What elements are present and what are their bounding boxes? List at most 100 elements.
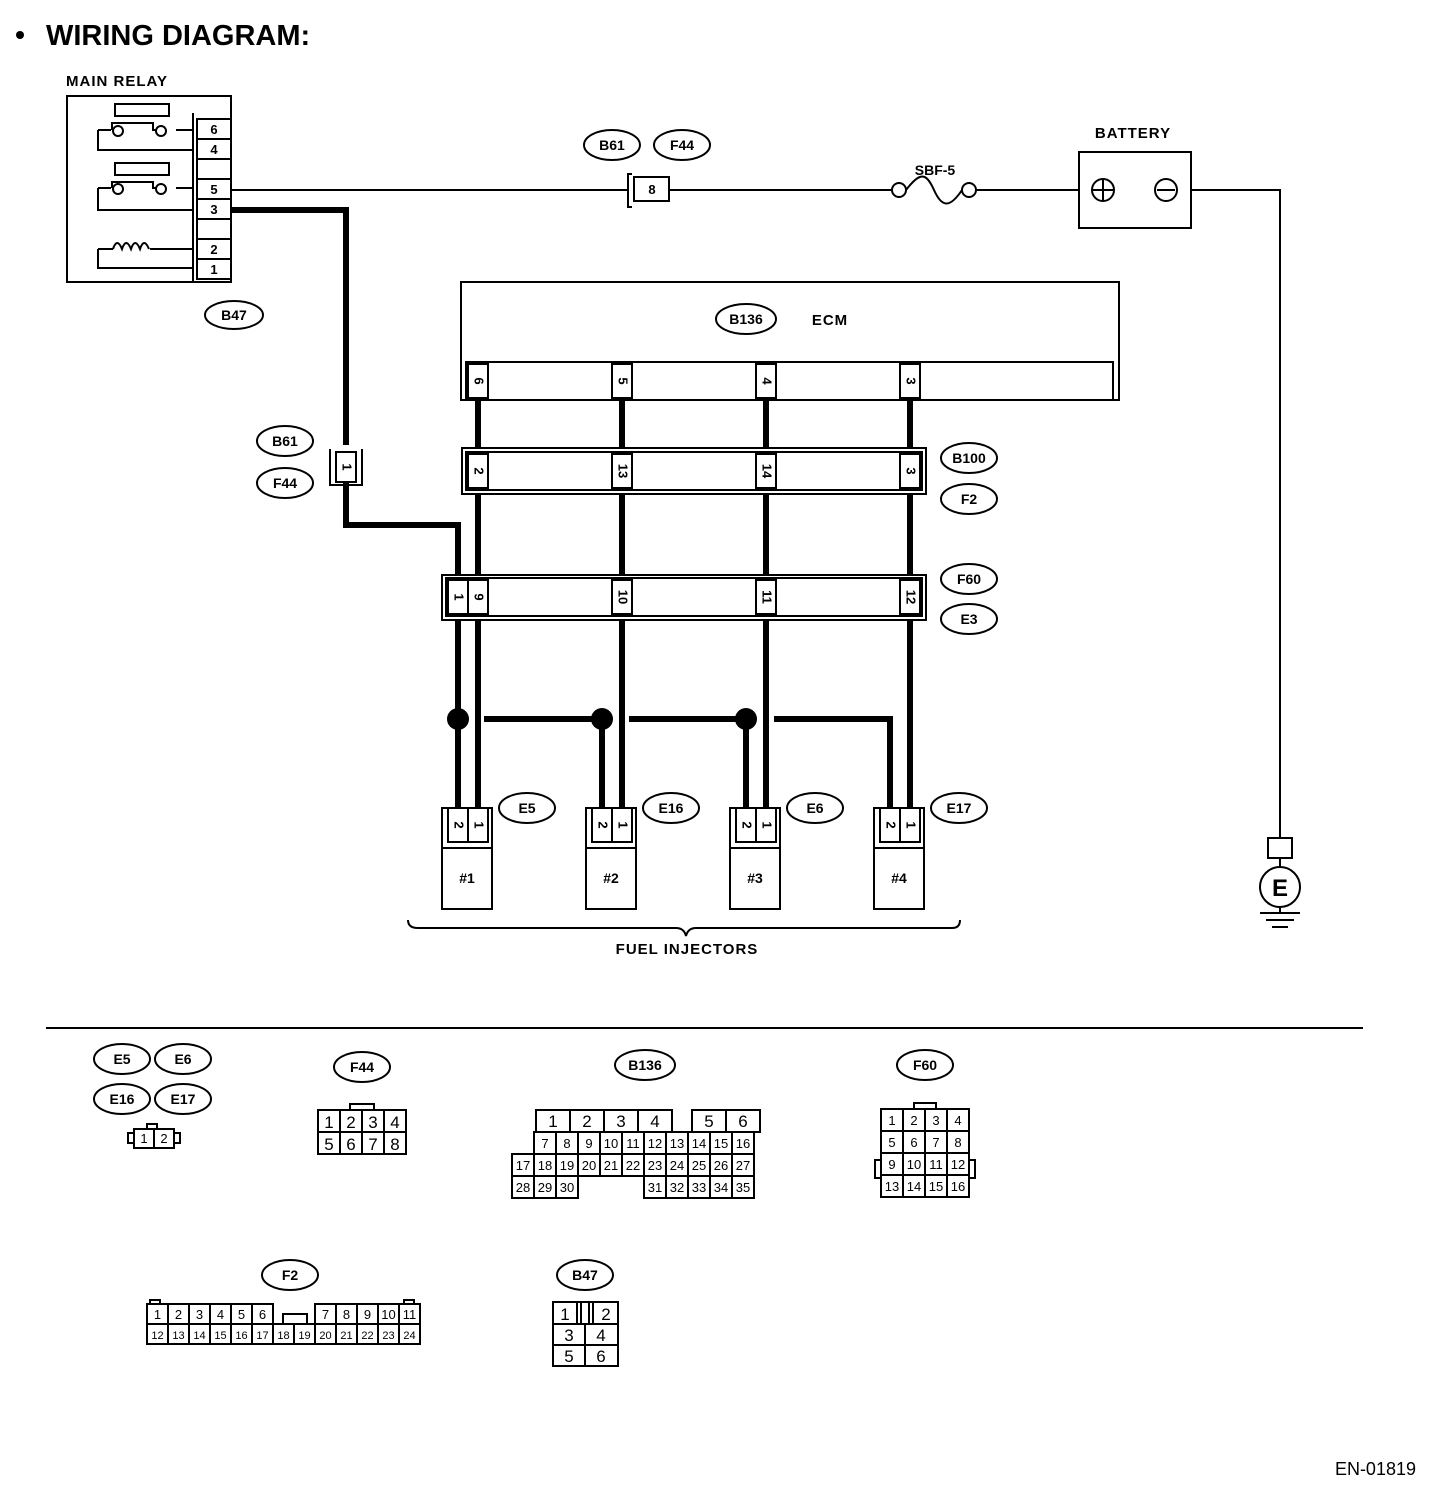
svg-text:F44: F44	[273, 475, 297, 491]
svg-text:E: E	[1272, 875, 1288, 902]
svg-text:13: 13	[616, 464, 631, 478]
connector-cell-label: 1	[548, 1112, 557, 1131]
wire-f44-to-f60	[343, 483, 461, 578]
connector-cell-label: 21	[340, 1330, 352, 1342]
svg-text:8: 8	[390, 1135, 399, 1154]
svg-text:9: 9	[472, 593, 487, 600]
connector-cell-label: 33	[692, 1180, 706, 1195]
svg-text:2: 2	[472, 467, 487, 474]
connector-cell-label: 5	[888, 1135, 895, 1150]
connector-cell-label: 34	[714, 1180, 728, 1195]
connector-cell-label: 29	[538, 1180, 552, 1195]
connector-cell-label: 8	[343, 1307, 350, 1322]
connector-cell-label: 4	[217, 1307, 224, 1322]
relay-pin: 5	[210, 182, 217, 197]
svg-text:3: 3	[368, 1113, 377, 1132]
connector-cell-label: 22	[626, 1158, 640, 1173]
svg-text:2: 2	[601, 1305, 610, 1324]
svg-text:#3: #3	[747, 870, 763, 886]
svg-text:6: 6	[596, 1347, 605, 1366]
wire-relay-pin3	[231, 207, 349, 445]
svg-text:5: 5	[564, 1347, 573, 1366]
connector-cell-label: 10	[907, 1157, 921, 1172]
connector-cell-label: 3	[932, 1113, 939, 1128]
connector-cell-label: 17	[256, 1330, 268, 1342]
connector-tag-b47: B47	[204, 300, 264, 330]
connector-cell-label: 1	[888, 1113, 895, 1128]
svg-text:E17: E17	[947, 800, 972, 816]
svg-text:E5: E5	[518, 800, 535, 816]
svg-text:2: 2	[884, 821, 899, 828]
svg-text:12: 12	[904, 590, 919, 604]
connector-cell-label: 23	[648, 1158, 662, 1173]
connector-cell-label: 18	[277, 1330, 289, 1342]
svg-text:3: 3	[904, 377, 919, 384]
svg-text:B61: B61	[272, 433, 298, 449]
connector-cell-label: 11	[929, 1157, 943, 1172]
svg-text:B47: B47	[572, 1267, 598, 1283]
connector-cell-label: 20	[582, 1158, 596, 1173]
connector-cell-label: 4	[954, 1113, 961, 1128]
svg-text:1: 1	[472, 821, 487, 828]
fuel-injector-2: 2 1 #2 E16	[585, 792, 700, 910]
connector-cell-label: 12	[951, 1157, 965, 1172]
svg-text:B100: B100	[952, 450, 986, 466]
connector-cell-label: 11	[403, 1307, 417, 1322]
svg-text:E5: E5	[113, 1051, 130, 1067]
svg-text:2: 2	[346, 1113, 355, 1132]
ecm: B136 ECM 6 5 4 3	[460, 281, 1120, 401]
svg-text:3: 3	[564, 1326, 573, 1345]
svg-text:11: 11	[760, 590, 775, 604]
connector-cell-label: 8	[954, 1135, 961, 1150]
title-bullet	[16, 31, 24, 39]
fuel-injector-4: 2 1 #4 E17	[873, 792, 988, 910]
connector-cell-label: 13	[670, 1136, 684, 1151]
connector-cell-label: 2	[175, 1307, 182, 1322]
svg-text:7: 7	[368, 1135, 377, 1154]
svg-text:14: 14	[760, 464, 775, 479]
injectors-bracket	[407, 919, 961, 937]
connector-cell-label: 12	[648, 1136, 662, 1151]
battery: BATTERY	[1078, 125, 1192, 229]
svg-text:E3: E3	[960, 611, 977, 627]
relay-pin: 6	[210, 122, 217, 137]
svg-text:B47: B47	[221, 307, 247, 323]
svg-text:4: 4	[596, 1326, 605, 1345]
connector-cell-label: 5	[704, 1112, 713, 1131]
connector-b100-f2: 2 13 14 3 B100 F2	[461, 442, 998, 515]
svg-text:5: 5	[616, 377, 631, 384]
connector-view-f44: F44 1 2 3 4 5 6 7 8	[317, 1051, 407, 1155]
connector-cell-label: 16	[235, 1330, 247, 1342]
svg-text:SBF-5: SBF-5	[915, 162, 956, 178]
fuel-injector-3: 2 1 #3 E6	[729, 792, 844, 910]
svg-text:2: 2	[452, 821, 467, 828]
svg-text:B61: B61	[599, 137, 625, 153]
connector-cell-label: 14	[193, 1330, 205, 1342]
svg-text:2: 2	[160, 1131, 167, 1146]
injector-supply-bus	[447, 708, 893, 808]
connector-cell-label: 28	[516, 1180, 530, 1195]
connector-cell-label: 15	[929, 1179, 943, 1194]
connector-cell-label: 3	[616, 1112, 625, 1131]
svg-text:1: 1	[324, 1113, 333, 1132]
svg-text:E6: E6	[806, 800, 823, 816]
svg-text:10: 10	[616, 590, 631, 604]
svg-text:8: 8	[648, 182, 655, 197]
connector-cell-label: 10	[381, 1307, 395, 1322]
connector-cell-label: 18	[538, 1158, 552, 1173]
connector-cell-label: 15	[214, 1330, 226, 1342]
connector-view-b47: B47 1 2 3 4 5 6	[552, 1259, 619, 1367]
svg-text:1: 1	[340, 463, 355, 470]
page-title: WIRING DIAGRAM:	[46, 20, 310, 52]
connector-b61-f44-lower: B61 F44 1	[256, 425, 363, 499]
connector-cell-label: 7	[322, 1307, 329, 1322]
connector-cell-label: 6	[259, 1307, 266, 1322]
connector-f60-e3: 1 9 10 11 12 F60 E3	[441, 563, 998, 635]
svg-text:E17: E17	[171, 1091, 196, 1107]
connector-cell-label: 23	[382, 1330, 394, 1342]
connector-cell-label: 14	[692, 1136, 706, 1151]
svg-text:1: 1	[452, 593, 467, 600]
